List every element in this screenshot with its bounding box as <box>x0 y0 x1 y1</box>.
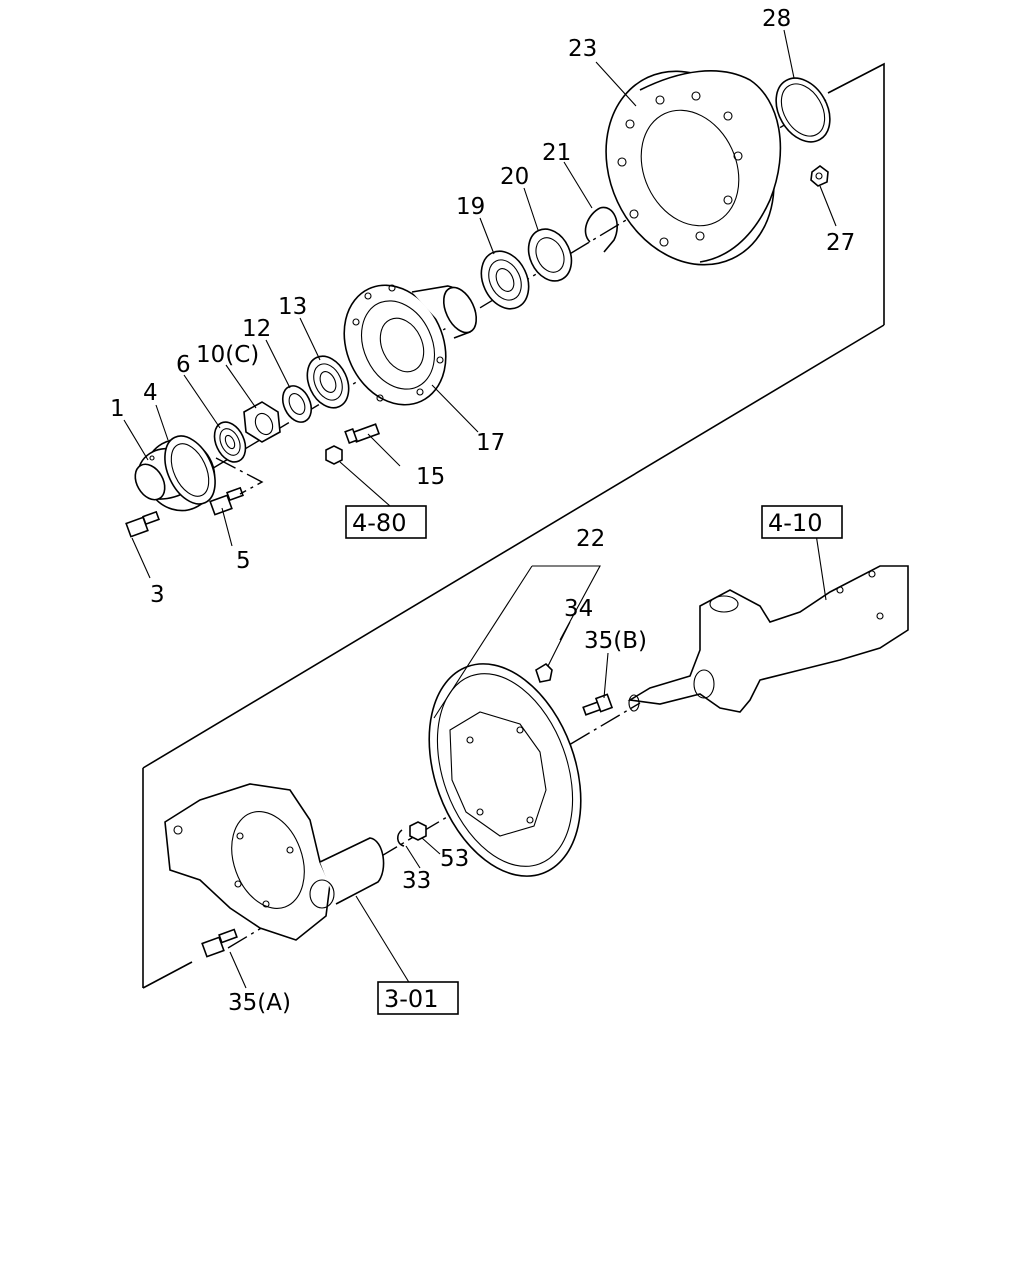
brake-anchor-plate <box>164 783 385 941</box>
callout-5: 5 <box>236 548 251 574</box>
cap-bolt-5 <box>209 486 244 516</box>
snap-ring <box>584 206 618 253</box>
upper-group-frame <box>142 62 885 989</box>
ref-4-80: 4-80 <box>352 509 406 537</box>
callout-35b: 35(B) <box>584 628 647 654</box>
hub-bolt <box>344 423 381 445</box>
ref-4-10: 4-10 <box>768 509 822 537</box>
cap-bolt-3 <box>125 510 160 538</box>
clip-34 <box>535 662 553 683</box>
ref-box-4-10: 4-10 <box>761 505 843 539</box>
oil-seal <box>213 421 247 463</box>
callout-12: 12 <box>242 316 271 342</box>
callout-23: 23 <box>568 36 597 62</box>
callout-19: 19 <box>456 194 485 220</box>
callout-53: 53 <box>440 846 469 872</box>
callout-34: 34 <box>564 596 593 622</box>
leader-lines <box>123 29 837 989</box>
ref-box-4-80: 4-80 <box>345 505 427 539</box>
callout-35a: 35(A) <box>228 990 291 1016</box>
outer-bearing <box>306 355 350 409</box>
callout-22: 22 <box>576 526 605 552</box>
inner-bearing <box>480 250 530 310</box>
callout-15: 15 <box>416 464 445 490</box>
callout-21: 21 <box>542 140 571 166</box>
hub-nut <box>243 401 281 443</box>
brake-drum <box>605 70 782 266</box>
callout-20: 20 <box>500 164 529 190</box>
inner-oil-seal <box>527 228 573 282</box>
callout-13: 13 <box>278 294 307 320</box>
spring-washer-33 <box>396 829 405 847</box>
nut-53 <box>409 821 427 841</box>
callout-28: 28 <box>762 6 791 32</box>
callout-3: 3 <box>150 582 165 608</box>
callout-6: 6 <box>176 352 191 378</box>
backing-plate <box>428 663 582 877</box>
wheel-hub <box>343 284 478 406</box>
callout-1: 1 <box>110 396 125 422</box>
gasket <box>164 435 216 505</box>
hub-nut-480 <box>325 445 343 465</box>
drum-nut <box>810 165 829 187</box>
callout-17: 17 <box>476 430 505 456</box>
callout-4: 4 <box>143 380 158 406</box>
ref-box-3-01: 3-01 <box>377 981 459 1015</box>
plate-bolt-35b <box>582 693 614 716</box>
steering-knuckle <box>627 565 909 713</box>
callout-10c: 10(C) <box>196 342 259 368</box>
callout-27: 27 <box>826 230 855 256</box>
drum-ring <box>775 77 831 143</box>
callout-33: 33 <box>402 868 431 894</box>
ref-3-01: 3-01 <box>384 985 438 1013</box>
cap-bolt-dash <box>215 457 264 495</box>
plate-bolt-35a <box>201 928 238 958</box>
